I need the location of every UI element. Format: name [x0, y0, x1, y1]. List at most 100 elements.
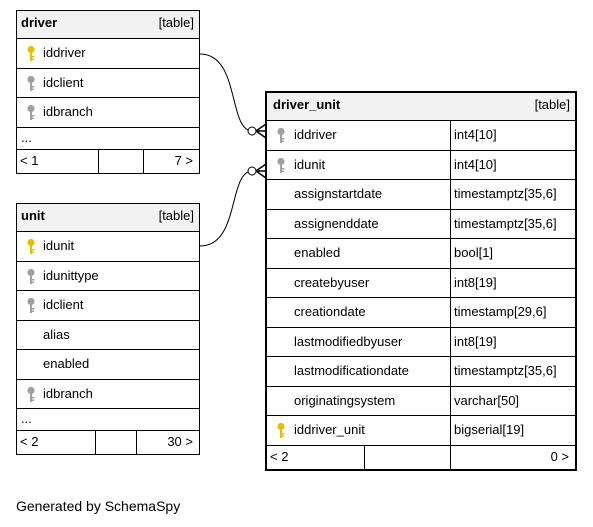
column-type: timestamptz[35,6]	[454, 363, 557, 378]
column-row[interactable]: idclient	[17, 69, 199, 98]
table-footer: < 1 7 >	[17, 149, 199, 173]
column-row[interactable]: originatingsystem varchar[50]	[267, 386, 575, 416]
column-row[interactable]: iddriver_unit bigserial[19]	[267, 416, 575, 446]
crowfoot-icon	[255, 123, 267, 139]
column-name: enabled	[43, 356, 90, 371]
column-row[interactable]: idbranch	[17, 98, 199, 128]
column-type: varchar[50]	[454, 392, 520, 408]
column-name: idclient	[43, 74, 84, 90]
column-row[interactable]: iddriver	[17, 39, 199, 69]
table-footer: < 2 30 >	[17, 431, 199, 454]
link-driver-to-driver-unit	[199, 53, 253, 132]
column-row[interactable]: idbranch	[17, 380, 199, 409]
column-row[interactable]: idunittype	[17, 262, 199, 291]
parent-count[interactable]: < 2	[270, 448, 289, 464]
column-name: idunit	[294, 156, 326, 172]
column-name: idunittype	[43, 267, 99, 283]
foreign-key-icon	[27, 104, 35, 120]
column-type: int8[19]	[454, 274, 497, 290]
child-count[interactable]: 30 >	[167, 434, 193, 449]
column-name: idunit	[43, 238, 75, 253]
column-name: iddriver	[294, 127, 337, 142]
column-name: assignstartdate	[294, 186, 383, 201]
column-type-cell: timestamp[29,6]	[450, 298, 547, 327]
link-optional-circle	[247, 166, 257, 176]
column-type-cell: bool[1]	[450, 239, 493, 268]
column-type-cell: int4[10]	[450, 121, 497, 150]
link-unit-to-driver-unit	[199, 170, 253, 247]
foreign-key-icon	[27, 386, 35, 402]
column-row[interactable]: lastmodificationdate timestamptz[35,6]	[267, 357, 575, 387]
column-type: timestamp[29,6]	[454, 304, 547, 319]
primary-key-icon	[27, 238, 35, 254]
table-footer: < 2 0 >	[267, 445, 575, 469]
parent-count[interactable]: < 2	[20, 434, 39, 449]
column-row[interactable]: assignstartdate timestamptz[35,6]	[267, 180, 575, 210]
foreign-key-icon	[27, 268, 35, 284]
column-row[interactable]: alias	[17, 321, 199, 350]
more-columns: ...	[17, 409, 199, 431]
table-kind: [table]	[158, 208, 194, 223]
column-name: originatingsystem	[294, 392, 396, 408]
column-row[interactable]: idclient	[17, 291, 199, 321]
column-type: timestamptz[35,6]	[454, 186, 557, 201]
parent-count[interactable]: < 1	[20, 152, 39, 168]
column-name: lastmodifiedbyuser	[294, 333, 403, 349]
generated-by-credit: Generated by SchemaSpy	[16, 498, 181, 514]
column-type-cell: varchar[50]	[450, 386, 519, 415]
foreign-key-icon	[277, 127, 285, 143]
column-name: assignenddate	[294, 215, 379, 231]
column-row[interactable]: idunit	[17, 232, 199, 262]
column-type-cell: timestamptz[35,6]	[450, 180, 557, 209]
column-type-cell: bigserial[19]	[450, 416, 524, 445]
column-name: iddriver	[43, 45, 86, 60]
column-name: creationdate	[294, 304, 366, 319]
column-type-cell: int8[19]	[450, 268, 497, 297]
link-optional-circle	[247, 126, 257, 136]
column-type: bool[1]	[454, 245, 494, 260]
column-name: idbranch	[43, 385, 93, 401]
column-row[interactable]: enabled	[17, 350, 199, 380]
child-count[interactable]: 0 >	[550, 448, 569, 464]
foreign-key-icon	[277, 157, 285, 173]
table-kind: [table]	[158, 15, 194, 30]
primary-key-icon	[277, 422, 285, 438]
column-name: idbranch	[43, 104, 93, 119]
column-name: iddriver_unit	[294, 422, 365, 437]
column-row[interactable]: creationdate timestamp[29,6]	[267, 298, 575, 328]
foreign-key-icon	[27, 297, 35, 313]
child-count[interactable]: 7 >	[174, 152, 193, 168]
column-row[interactable]: enabled bool[1]	[267, 239, 575, 269]
table-name: driver_unit	[273, 97, 341, 112]
table-header: driver_unit [table]	[267, 93, 575, 121]
column-name: alias	[43, 326, 70, 342]
column-row[interactable]: lastmodifiedbyuser int8[19]	[267, 327, 575, 357]
column-row[interactable]: createbyuser int8[19]	[267, 268, 575, 298]
table-header: driver [table]	[17, 11, 199, 39]
column-row[interactable]: assignenddate timestamptz[35,6]	[267, 209, 575, 239]
foreign-key-icon	[27, 75, 35, 91]
column-type-cell: int4[10]	[450, 150, 497, 179]
primary-key-icon	[27, 45, 35, 61]
column-type: timestamptz[35,6]	[454, 215, 557, 231]
column-name: lastmodificationdate	[294, 363, 409, 378]
column-type-cell: timestamptz[35,6]	[450, 357, 557, 386]
table-kind: [table]	[534, 97, 570, 112]
table-name: driver	[21, 15, 58, 30]
column-name: createbyuser	[294, 274, 370, 290]
column-type: int8[19]	[454, 333, 497, 349]
table-header: unit [table]	[17, 204, 199, 232]
column-type: bigserial[19]	[454, 422, 525, 437]
column-type-cell: int8[19]	[450, 327, 497, 356]
column-type: int4[10]	[454, 127, 497, 142]
column-type: int4[10]	[454, 156, 497, 172]
column-row[interactable]: idunit int4[10]	[267, 150, 575, 180]
crowfoot-icon	[255, 163, 267, 179]
column-name: enabled	[294, 245, 341, 260]
table-unit[interactable]: unit [table] idunit idunittype idclient ali…	[16, 203, 200, 455]
column-name: idclient	[43, 297, 84, 312]
column-row[interactable]: iddriver int4[10]	[267, 121, 575, 151]
